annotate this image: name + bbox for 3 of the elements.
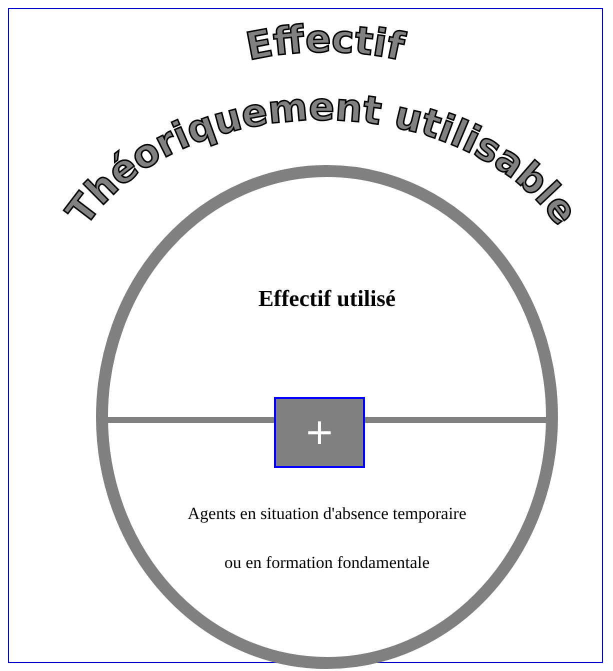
section-heading: Effectif utilisé <box>258 285 396 313</box>
section-text: Agents en situation d'absence temporaire ou en formation fondamentale <box>186 503 468 574</box>
plus-sign-box: + <box>274 397 365 468</box>
